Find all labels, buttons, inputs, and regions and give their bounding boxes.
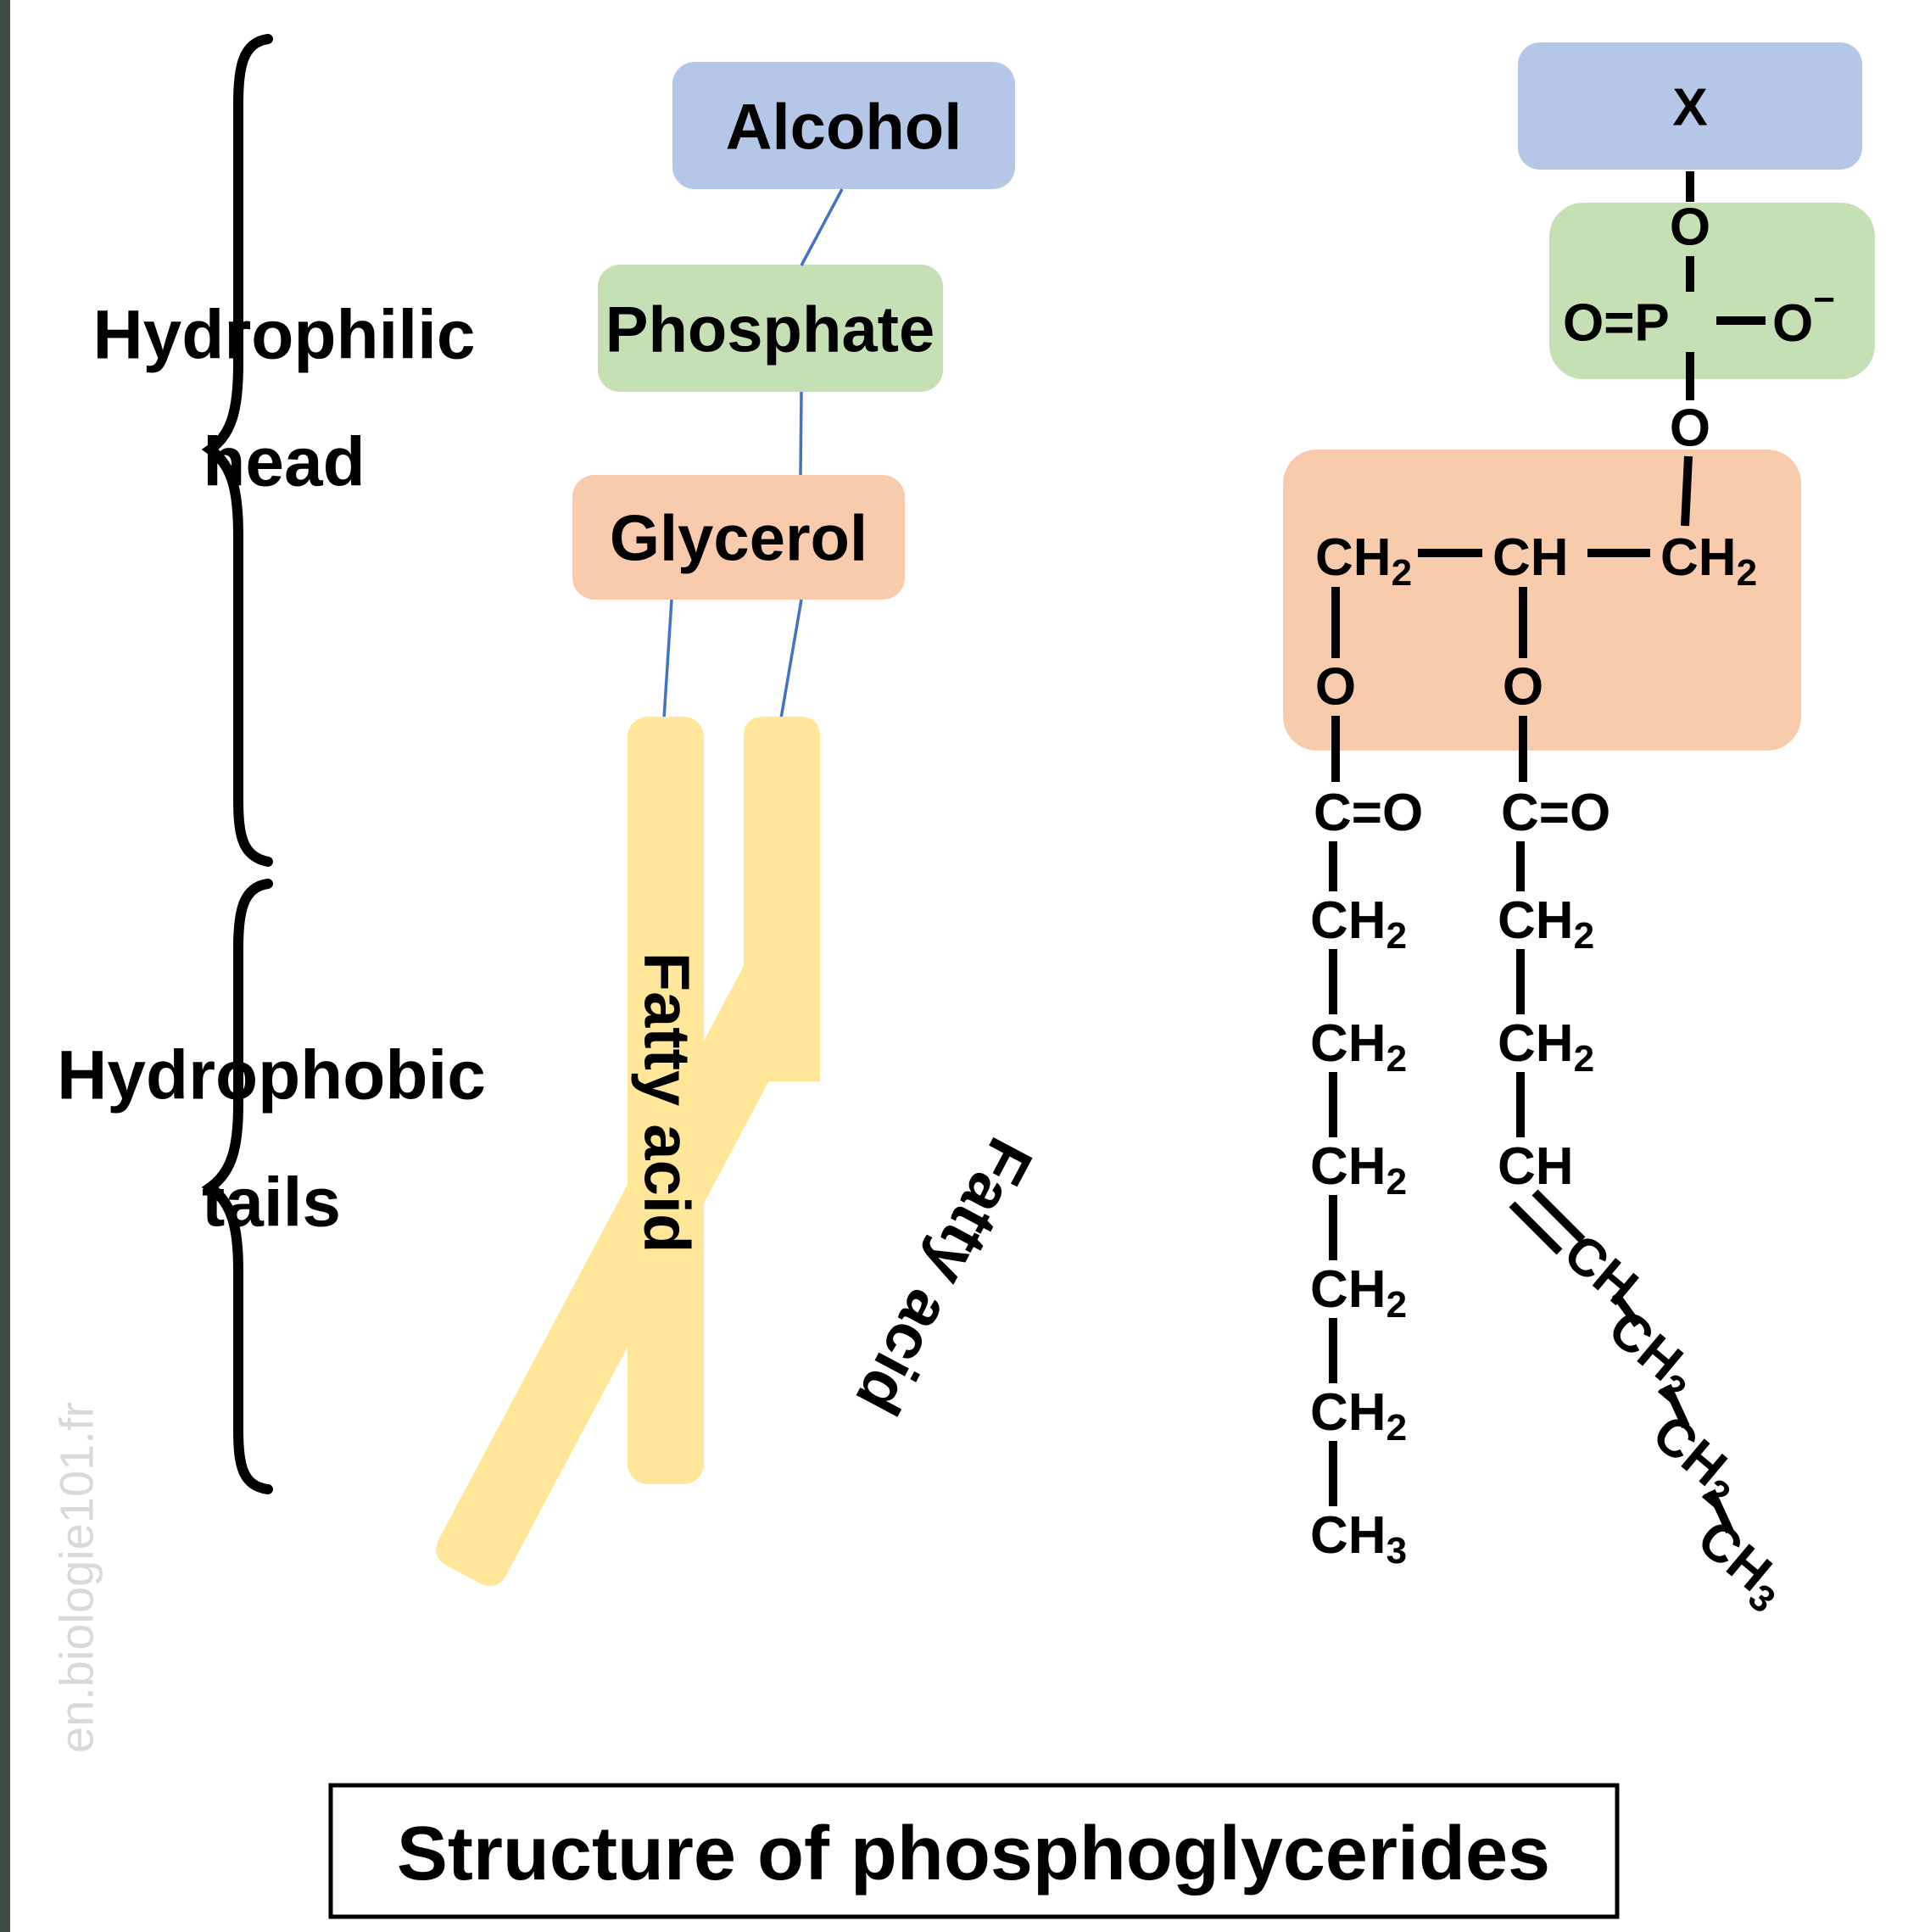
connector-glycerol-fatty1: [662, 599, 673, 719]
diag-bond-3: [1707, 1488, 1734, 1534]
alcohol-box: [672, 62, 1015, 189]
phosphate-box-label: Phosphate: [605, 294, 935, 366]
glycerol-ch-middle: CH: [1492, 528, 1569, 587]
title-box: [328, 1783, 1620, 1919]
phosphate-box: [598, 265, 943, 392]
phosphate-group-box: [1549, 203, 1875, 379]
left-chain-ch2-5: CH2: [1310, 1383, 1407, 1449]
right-chain-ch: CH: [1498, 1137, 1574, 1196]
diag-bond-2: [1663, 1383, 1690, 1429]
glycerol-box: [572, 475, 905, 600]
atom-o-link: O: [1670, 399, 1710, 458]
glycerol-group-box: [1283, 449, 1801, 751]
connector-alcohol-phosphate: [800, 188, 844, 266]
atom-o-top: O: [1670, 198, 1710, 257]
watermark: en.biologie101.fr: [50, 1402, 103, 1753]
hydrophobic-tails-label-line1: Hydrophobic: [57, 1037, 486, 1114]
right-diag-ch2-2: CH2: [1637, 1404, 1754, 1516]
left-chain-ch2-1: CH2: [1310, 891, 1407, 957]
x-group-box: [1518, 42, 1862, 170]
right-chain-ch2-2: CH2: [1498, 1014, 1594, 1080]
atom-o-minus-o: O: [1772, 294, 1813, 353]
atom-o-minus: O−: [1772, 279, 1835, 353]
x-group-label: X: [1672, 79, 1707, 137]
atom-o-minus-charge: −: [1813, 279, 1835, 321]
atom-o-ester-right: O: [1503, 658, 1543, 717]
fatty-acid-right-bar-angled: [436, 957, 816, 1587]
left-chain-ch3: CH3: [1310, 1506, 1407, 1572]
double-bond-line2: [1531, 1189, 1586, 1243]
alcohol-box-label: Alcohol: [726, 92, 962, 164]
left-chain-ceqo: C=O: [1314, 784, 1423, 842]
bond-olink-ch2: [1681, 455, 1693, 527]
right-chain-ch2-1: CH2: [1498, 891, 1594, 957]
phosphate-group-structure: O O=P O− O: [1563, 171, 1835, 458]
hydrophilic-brace: [201, 34, 273, 867]
glycerol-ch2-left: CH2: [1315, 528, 1412, 594]
glycerol-structure: CH2 CH CH2 O O: [1315, 455, 1757, 717]
hydrophobic-brace: [201, 879, 273, 1494]
right-fatty-chain-structure: C=O CH2 CH2 CH CH CH2 CH2 CH3: [1498, 716, 1799, 1621]
left-fatty-chain-structure: C=O CH2 CH2 CH2 CH2 CH2 CH3: [1310, 716, 1423, 1572]
fatty-acid-right-bar-vertical: [744, 717, 820, 1081]
left-chain-ch2-2: CH2: [1310, 1014, 1407, 1080]
fatty-acid-left-label: Fatty acid: [631, 952, 703, 1254]
hydrophilic-head-label-line1: Hydrophilic: [92, 297, 475, 374]
left-chain-ch2-3: CH2: [1310, 1137, 1407, 1203]
left-chain-ch2-4: CH2: [1310, 1260, 1407, 1326]
connector-glycerol-fatty2: [779, 599, 803, 719]
fatty-acid-left-bar: [628, 717, 704, 1484]
schematic-connectors: [662, 188, 844, 719]
atom-o-double-p: O=P: [1563, 294, 1670, 353]
fatty-acid-right-label: Fatty acid: [841, 1126, 1046, 1426]
glycerol-box-label: Glycerol: [610, 503, 868, 575]
left-border-strip: [0, 0, 10, 1932]
right-chain-ceqo: C=O: [1501, 784, 1610, 842]
atom-o-ester-left: O: [1315, 658, 1356, 717]
double-bond-line1: [1509, 1201, 1563, 1255]
right-diag-ch3: CH3: [1682, 1509, 1799, 1621]
page-title: Structure of phosphoglycerides: [397, 1812, 1550, 1896]
diag-bond-1: [1611, 1292, 1642, 1327]
glycerol-ch2-right: CH2: [1660, 528, 1757, 594]
